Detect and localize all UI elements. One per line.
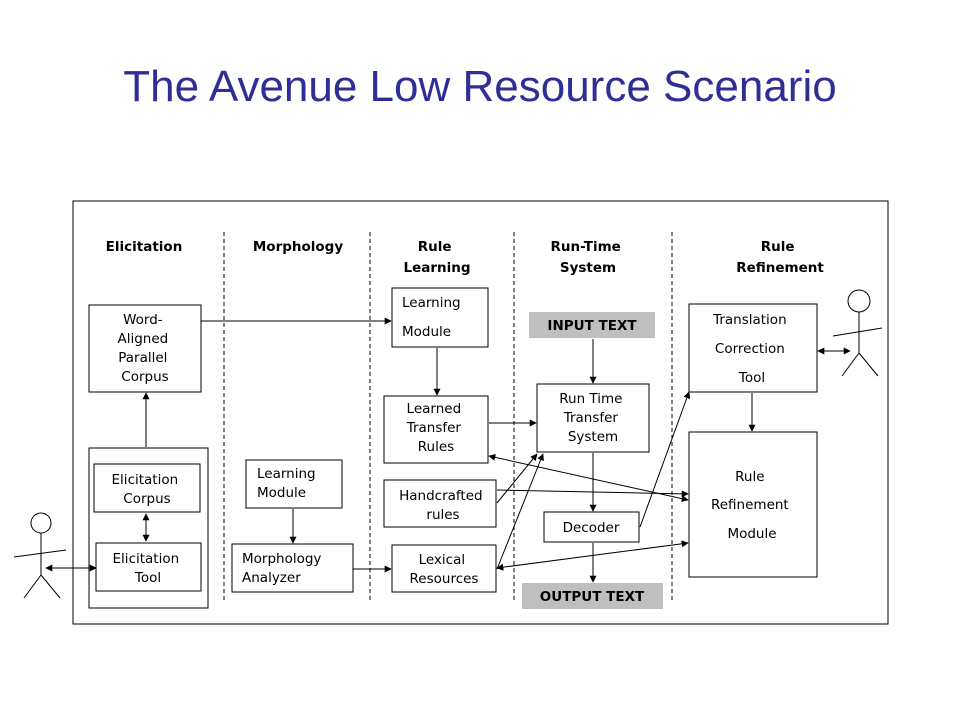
morph-learning-module-box: Learning Module xyxy=(245,459,343,509)
svg-text:OUTPUT TEXT: OUTPUT TEXT xyxy=(540,589,645,605)
svg-text:Run Time Transfer: Run Time Transfer System xyxy=(559,391,627,445)
header-elicitation: Elicitation xyxy=(106,239,183,255)
input-text-box: INPUT TEXT xyxy=(529,312,655,338)
svg-text:Elicitation Tool: Elicitation Tool xyxy=(113,551,184,586)
svg-text:Word- Aligned Para: Word- Aligned Parallel Corpus xyxy=(117,312,172,385)
handcrafted-rules-box: Handcrafted rules xyxy=(383,479,497,528)
learned-transfer-rules-box: Learned Transfer Rules xyxy=(383,395,489,464)
word-aligned-corpus-box: Word- Aligned Parallel Corpus xyxy=(88,304,202,393)
morphology-analyzer-box: Morphology Analyzer xyxy=(231,543,354,593)
header-morphology: Morphology xyxy=(253,239,343,255)
svg-text:Learning Module: Learning Module xyxy=(257,466,320,501)
svg-text:Learning Module: Learning Module xyxy=(402,295,465,340)
svg-text:Decoder: Decoder xyxy=(563,520,620,536)
svg-text:Elicitation Corpus: Elicitation Corpus xyxy=(112,472,183,507)
svg-text:INPUT TEXT: INPUT TEXT xyxy=(547,318,637,334)
header-rule-learning: Rule Learning xyxy=(403,239,470,276)
translation-correction-box: Translation Correction Tool xyxy=(688,303,818,393)
user-figure-left-icon xyxy=(13,512,67,599)
user-figure-right-icon xyxy=(832,289,883,377)
output-text-box: OUTPUT TEXT xyxy=(522,583,663,609)
elicitation-tool-box: Elicitation Tool xyxy=(95,542,202,592)
svg-text:Lexical Resources: Lexical Resources xyxy=(410,552,479,587)
learning-module-box: Learning Module xyxy=(391,287,489,348)
svg-text:Learned Transfer R: Learned Transfer Rules xyxy=(406,401,466,455)
svg-text:Morphology Analyzer: Morphology Analyzer xyxy=(242,551,326,586)
arrow-refinement-learned-rules xyxy=(488,453,689,503)
header-rule-refinement: Rule Refinement xyxy=(736,239,824,276)
svg-text:Handcrafted rules: Handcrafted rules xyxy=(399,488,487,523)
arrows xyxy=(45,317,851,583)
header-runtime: Run-Time System xyxy=(551,239,626,276)
runtime-transfer-box: Run Time Transfer System xyxy=(536,383,650,453)
svg-text:Rule Refinement Mo: Rule Refinement Module xyxy=(711,469,793,542)
decoder-box: Decoder xyxy=(543,511,640,543)
arrow-handcrafted-to-refinement xyxy=(496,489,689,498)
elicitation-corpus-box: Elicitation Corpus xyxy=(93,463,201,513)
rule-refinement-module-box: Rule Refinement Module xyxy=(688,431,818,578)
lexical-resources-box: Lexical Resources xyxy=(391,544,497,593)
arrow-refinement-to-lexical xyxy=(496,540,689,571)
page-title: The Avenue Low Resource Scenario xyxy=(123,62,837,111)
svg-text:Translation Correction: Translation Correction Tool xyxy=(712,312,791,386)
